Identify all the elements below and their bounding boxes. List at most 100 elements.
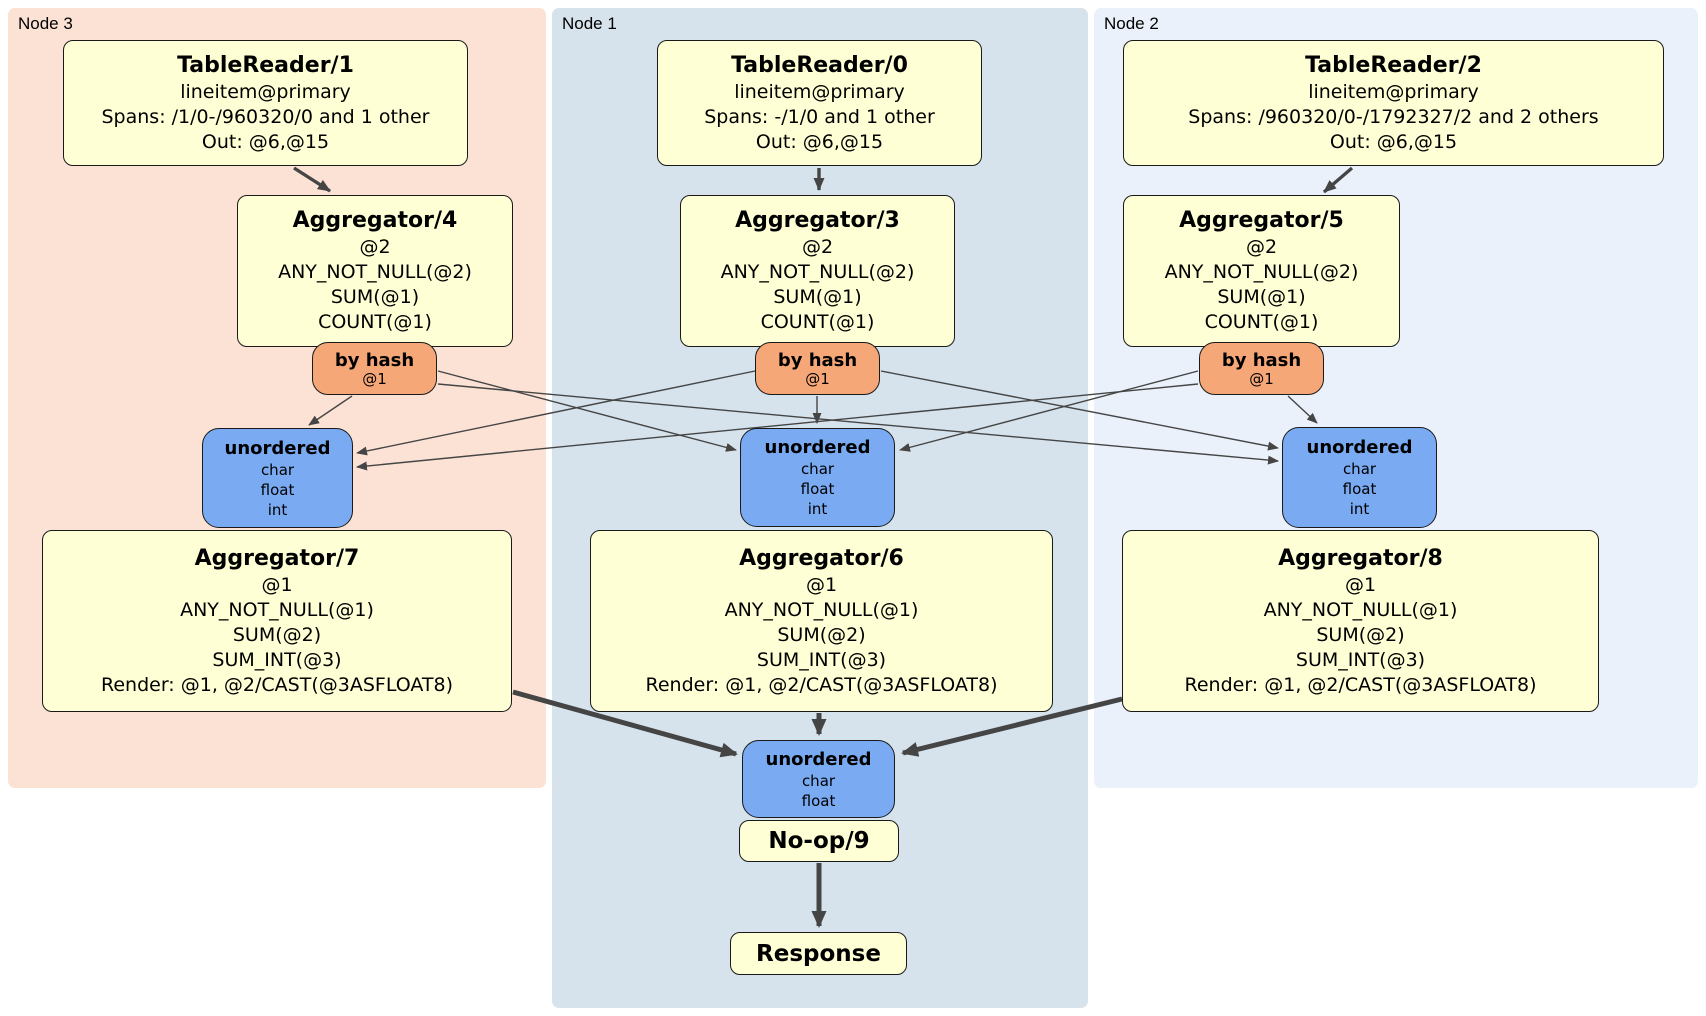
processor-detail: ANY_NOT_NULL(@2) (278, 261, 472, 283)
processor-detail: ANY_NOT_NULL(@1) (180, 598, 374, 621)
router-title: by hash (1221, 349, 1302, 371)
sync-unordered-final: unordered char float (742, 740, 895, 818)
processor-detail: COUNT(@1) (1204, 311, 1319, 333)
router-by-hash-node1: by hash @1 (755, 342, 880, 395)
router-title: by hash (334, 349, 415, 371)
router-detail: @1 (1249, 369, 1274, 388)
processor-title: Response (756, 940, 881, 967)
processor-detail: SUM(@1) (773, 286, 862, 308)
processor-detail: SUM(@1) (330, 286, 420, 308)
processor-detail: @1 (805, 573, 838, 596)
processor-detail: SUM_INT(@3) (756, 648, 887, 671)
panel-node1-label: Node 1 (562, 14, 617, 33)
router-detail: @1 (362, 369, 387, 388)
processor-detail: Render: @1, @2/CAST(@3ASFLOAT8) (101, 673, 453, 696)
sync-column: float (800, 480, 835, 498)
processor-detail: Render: @1, @2/CAST(@3ASFLOAT8) (1184, 673, 1537, 696)
processor-detail: SUM(@2) (1316, 623, 1405, 646)
processor-response: Response (730, 932, 907, 975)
edge-r1-u2 (880, 370, 1279, 451)
edge-tr2-agg5 (1322, 166, 1354, 194)
edge-agg8-ufinal (901, 696, 1123, 757)
processor-detail: ANY_NOT_NULL(@2) (1164, 261, 1359, 283)
processor-detail: COUNT(@1) (760, 311, 875, 333)
processor-detail: SUM(@2) (232, 623, 322, 646)
sync-unordered-node2: unordered char float int (1282, 427, 1437, 528)
sync-title: unordered (764, 437, 871, 458)
processor-detail: SUM(@1) (1217, 286, 1306, 308)
processor-title: Aggregator/5 (1179, 208, 1344, 233)
processor-detail: Spans: -/1/0 and 1 other (704, 105, 935, 128)
edge-r2-u3 (356, 383, 1199, 471)
processor-detail: SUM_INT(@3) (212, 648, 342, 671)
processor-detail: @2 (801, 236, 834, 258)
edge-r3-u1 (437, 370, 737, 452)
processor-title: Aggregator/4 (292, 208, 458, 233)
sync-column: char (260, 460, 295, 479)
processor-detail: @1 (261, 573, 293, 596)
processor-aggregator-7: Aggregator/7 @1 ANY_NOT_NULL(@1) SUM(@2)… (42, 530, 512, 712)
processor-aggregator-6: Aggregator/6 @1 ANY_NOT_NULL(@1) SUM(@2)… (590, 530, 1053, 712)
processor-detail: ANY_NOT_NULL(@2) (720, 261, 915, 283)
processor-detail: SUM_INT(@3) (1295, 648, 1426, 671)
router-by-hash-node2: by hash @1 (1199, 342, 1324, 395)
processor-detail: lineitem@primary (734, 80, 905, 103)
processor-detail: COUNT(@1) (318, 311, 432, 333)
processor-title: No-op/9 (768, 828, 870, 854)
processor-title: TableReader/0 (731, 52, 908, 78)
processor-title: Aggregator/6 (739, 545, 904, 571)
edge-r2-u2 (1287, 395, 1318, 424)
processor-detail: lineitem@primary (180, 80, 351, 103)
processor-tablereader-0: TableReader/0 lineitem@primary Spans: -/… (657, 40, 982, 166)
sync-title: unordered (1306, 437, 1413, 458)
processor-tablereader-2: TableReader/2 lineitem@primary Spans: /9… (1123, 40, 1664, 166)
processor-title: Aggregator/7 (194, 545, 360, 571)
processor-aggregator-3: Aggregator/3 @2 ANY_NOT_NULL(@2) SUM(@1)… (680, 195, 955, 347)
edge-r2-u1 (899, 370, 1199, 452)
sync-title: unordered (765, 748, 872, 770)
processor-detail: SUM(@2) (777, 623, 866, 646)
edge-tr1-agg4 (293, 166, 331, 193)
sync-column: char (801, 771, 836, 790)
edge-r1-u3 (356, 370, 756, 456)
sync-column: char (1342, 460, 1377, 478)
sync-column: float (1342, 480, 1377, 498)
processor-title: Aggregator/8 (1278, 545, 1443, 571)
sync-unordered-node3: unordered char float int (202, 428, 353, 528)
sync-column: int (267, 500, 288, 519)
processor-aggregator-8: Aggregator/8 @1 ANY_NOT_NULL(@1) SUM(@2)… (1122, 530, 1599, 712)
processor-detail: ANY_NOT_NULL(@1) (724, 598, 919, 621)
processor-detail: Spans: /1/0-/960320/0 and 1 other (101, 105, 430, 128)
processor-detail: Out: @6,@15 (755, 130, 884, 153)
panel-node3-label: Node 3 (18, 14, 73, 33)
processor-detail: ANY_NOT_NULL(@1) (1263, 598, 1458, 621)
router-detail: @1 (805, 369, 830, 388)
sync-column: int (1349, 500, 1370, 518)
processor-aggregator-5: Aggregator/5 @2 ANY_NOT_NULL(@2) SUM(@1)… (1123, 195, 1400, 347)
edge-r3-u2 (437, 383, 1279, 465)
sync-column: float (260, 480, 295, 499)
processor-detail: Out: @6,@15 (201, 130, 330, 153)
processor-detail: Out: @6,@15 (1329, 130, 1458, 153)
processor-title: TableReader/1 (177, 52, 354, 78)
processor-title: TableReader/2 (1305, 52, 1482, 78)
edge-r3-u3 (308, 395, 353, 426)
processor-detail: Spans: /960320/0-/1792327/2 and 2 others (1188, 105, 1599, 128)
processor-detail: @2 (1245, 236, 1278, 258)
router-by-hash-node3: by hash @1 (312, 342, 437, 395)
sync-title: unordered (224, 437, 331, 459)
processor-tablereader-1: TableReader/1 lineitem@primary Spans: /1… (63, 40, 468, 166)
processor-title: Aggregator/3 (735, 208, 900, 233)
processor-detail: Render: @1, @2/CAST(@3ASFLOAT8) (645, 673, 998, 696)
sync-unordered-node1: unordered char float int (740, 428, 895, 527)
processor-noop-9: No-op/9 (739, 820, 899, 862)
processor-detail: @1 (1344, 573, 1377, 596)
processor-aggregator-4: Aggregator/4 @2 ANY_NOT_NULL(@2) SUM(@1)… (237, 195, 513, 347)
sync-column: int (807, 500, 828, 518)
router-title: by hash (777, 349, 858, 371)
panel-node2-label: Node 2 (1104, 14, 1159, 33)
processor-detail: lineitem@primary (1308, 80, 1479, 103)
sync-column: float (801, 791, 836, 810)
